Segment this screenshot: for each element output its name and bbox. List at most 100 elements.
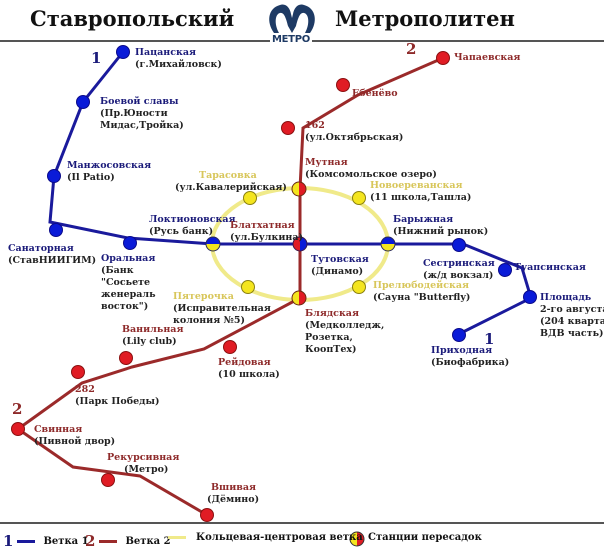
station-sub: Розетка, bbox=[305, 332, 353, 343]
station-oralnaya[interactable] bbox=[123, 236, 137, 250]
station-vshivaya[interactable] bbox=[200, 508, 214, 522]
station-sub: восток") bbox=[101, 301, 149, 312]
station-name: Тарасовка bbox=[199, 170, 257, 181]
station-sub: (Медколледж, bbox=[305, 320, 385, 331]
line-1 bbox=[48, 51, 533, 336]
station-boevoy-slavy[interactable] bbox=[76, 95, 90, 109]
line-2-number-bottom: 2 bbox=[12, 400, 23, 418]
station-prikhodnaya[interactable] bbox=[452, 328, 466, 342]
station-sestrinskaya[interactable] bbox=[452, 238, 466, 252]
station-tuapsinskaya[interactable] bbox=[498, 263, 512, 277]
station-sub: (СтавНИИГИМ) bbox=[8, 255, 97, 266]
station-sub: 2-го августа bbox=[540, 304, 604, 315]
station-novoerevanskaya[interactable] bbox=[352, 191, 366, 205]
label-blatkhatnaya: Блатхатная (ул.Булкина) bbox=[230, 220, 303, 244]
station-name: Рекурсивная bbox=[107, 452, 180, 463]
station-sub: Мидас,Тройка) bbox=[100, 120, 184, 131]
station-name: Блядская bbox=[305, 308, 359, 319]
station-name: Площадь bbox=[540, 292, 592, 303]
station-name: Барыжная bbox=[393, 214, 454, 225]
legend-ring: Кольцевая-центровая ветка bbox=[168, 532, 363, 543]
station-sub: (Пр.Юности bbox=[100, 108, 168, 119]
station-sanatornaya[interactable] bbox=[49, 223, 63, 237]
station-sub: (ул.Булкина) bbox=[230, 232, 303, 243]
transfer-blatkhatnaya-tutovskaya[interactable] bbox=[292, 236, 308, 252]
label-pyaterochka: Пятерочка (Исправительная колония №5) bbox=[173, 291, 271, 327]
label-loktionovskaya: Локтионовская (Русь банк) bbox=[149, 214, 236, 238]
station-sub: (Дёмино) bbox=[207, 494, 260, 505]
station-name: Ванильная bbox=[122, 324, 184, 335]
label-novoerevanskaya: Новоереванская (11 школа,Ташла) bbox=[370, 180, 471, 204]
station-sub: (Русь банк) bbox=[149, 226, 214, 237]
station-svinnaya[interactable] bbox=[11, 422, 25, 436]
station-vanilnaya[interactable] bbox=[119, 351, 133, 365]
legend-transfer: Станции пересадок bbox=[368, 532, 482, 543]
station-name: 162 bbox=[305, 120, 325, 131]
station-sub: (Динамо) bbox=[311, 266, 364, 277]
station-sub: (11 школа,Ташла) bbox=[370, 192, 472, 203]
station-ebenevo[interactable] bbox=[336, 78, 350, 92]
station-sub: КоопТех) bbox=[305, 344, 357, 355]
station-sub: (Парк Победы) bbox=[75, 396, 160, 407]
station-sub: (Биофабрика) bbox=[431, 357, 510, 368]
station-patsanskaya[interactable] bbox=[116, 45, 130, 59]
logo-text: МЕТРО bbox=[270, 34, 312, 45]
title-right: Метрополитен bbox=[335, 6, 515, 31]
legend-transfer-label: Станции пересадок bbox=[368, 532, 482, 543]
transfer-mutnaya[interactable] bbox=[291, 181, 307, 197]
label-vshivaya: Вшивая (Дёмино) bbox=[207, 482, 259, 506]
station-chapaevskaya[interactable] bbox=[436, 51, 450, 65]
station-ploshchad[interactable] bbox=[523, 290, 537, 304]
label-sanatornaya: Санаторная (СтавНИИГИМ) bbox=[8, 243, 96, 267]
station-name: 282 bbox=[75, 384, 95, 395]
station-tarasovka[interactable] bbox=[243, 191, 257, 205]
transfer-loktionovskaya[interactable] bbox=[205, 236, 221, 252]
label-ebenevo: Ебенёво bbox=[352, 88, 398, 100]
station-sub: (Метро) bbox=[124, 464, 169, 475]
line-2-number-top: 2 bbox=[406, 40, 417, 58]
legend-line-2-number: 2 bbox=[85, 532, 96, 550]
station-name: Пятерочка bbox=[173, 291, 234, 302]
station-manzhosovskaya[interactable] bbox=[47, 169, 61, 183]
station-sub: (Банк bbox=[101, 265, 134, 276]
station-pyaterochka[interactable] bbox=[241, 280, 255, 294]
line-1-number-top: 1 bbox=[91, 49, 102, 67]
station-sub: (Сауна "Butterfly) bbox=[373, 292, 471, 303]
label-tarasovka: Тарасовка (ул.Кавалерийская) bbox=[175, 170, 287, 194]
legend-line-1-label: Ветка 1 bbox=[43, 535, 89, 547]
station-name: Прелюбодейская bbox=[373, 280, 470, 291]
station-rekursivnaya[interactable] bbox=[101, 473, 115, 487]
station-162[interactable] bbox=[281, 121, 295, 135]
station-sub: (Пивной двор) bbox=[34, 436, 116, 447]
station-sub: (Il Patio) bbox=[67, 172, 115, 183]
station-name: Локтионовская bbox=[149, 214, 236, 225]
label-svinnaya: Свинная (Пивной двор) bbox=[34, 424, 115, 448]
label-sestrinskaya: Сестринская (ж/д вокзал) bbox=[423, 258, 495, 282]
station-name: Санаторная bbox=[8, 243, 74, 254]
legend-line-2: 2 Ветка 2 bbox=[85, 532, 171, 550]
metro-logo bbox=[269, 4, 315, 33]
label-boevoy-slavy: Боевой славы (Пр.Юности Мидас,Тройка) bbox=[100, 96, 184, 132]
station-sub: (204 квартал bbox=[540, 316, 604, 327]
station-reydovaya[interactable] bbox=[223, 340, 237, 354]
label-chapaevskaya: Чапаевская bbox=[454, 52, 520, 64]
legend-line-1-number: 1 bbox=[3, 532, 14, 550]
station-282[interactable] bbox=[71, 365, 85, 379]
station-name: Манжосовская bbox=[67, 160, 152, 171]
station-sub: женераль bbox=[101, 289, 156, 300]
transfer-baryzhnaya[interactable] bbox=[380, 236, 396, 252]
station-name: Оральная bbox=[101, 253, 156, 264]
station-name: Боевой славы bbox=[100, 96, 179, 107]
legend-line-2-swatch bbox=[99, 539, 118, 543]
label-blyadskaya: Блядская (Медколледж, Розетка, КоопТех) bbox=[305, 308, 384, 356]
transfer-blyadskaya[interactable] bbox=[291, 290, 307, 306]
label-oralnaya: Оральная (Банк "Сосьете женераль восток"… bbox=[101, 253, 156, 313]
label-baryzhnaya: Барыжная (Нижний рынок) bbox=[393, 214, 488, 238]
legend-line-1: 1 Ветка 1 bbox=[3, 532, 89, 550]
station-prelyubodeyskaya[interactable] bbox=[352, 280, 366, 294]
label-prelyubodeyskaya: Прелюбодейская (Сауна "Butterfly) bbox=[373, 280, 470, 304]
station-sub: ВДВ часть) bbox=[540, 328, 604, 339]
station-name: Тутовская bbox=[311, 254, 369, 265]
legend-divider bbox=[0, 522, 604, 524]
